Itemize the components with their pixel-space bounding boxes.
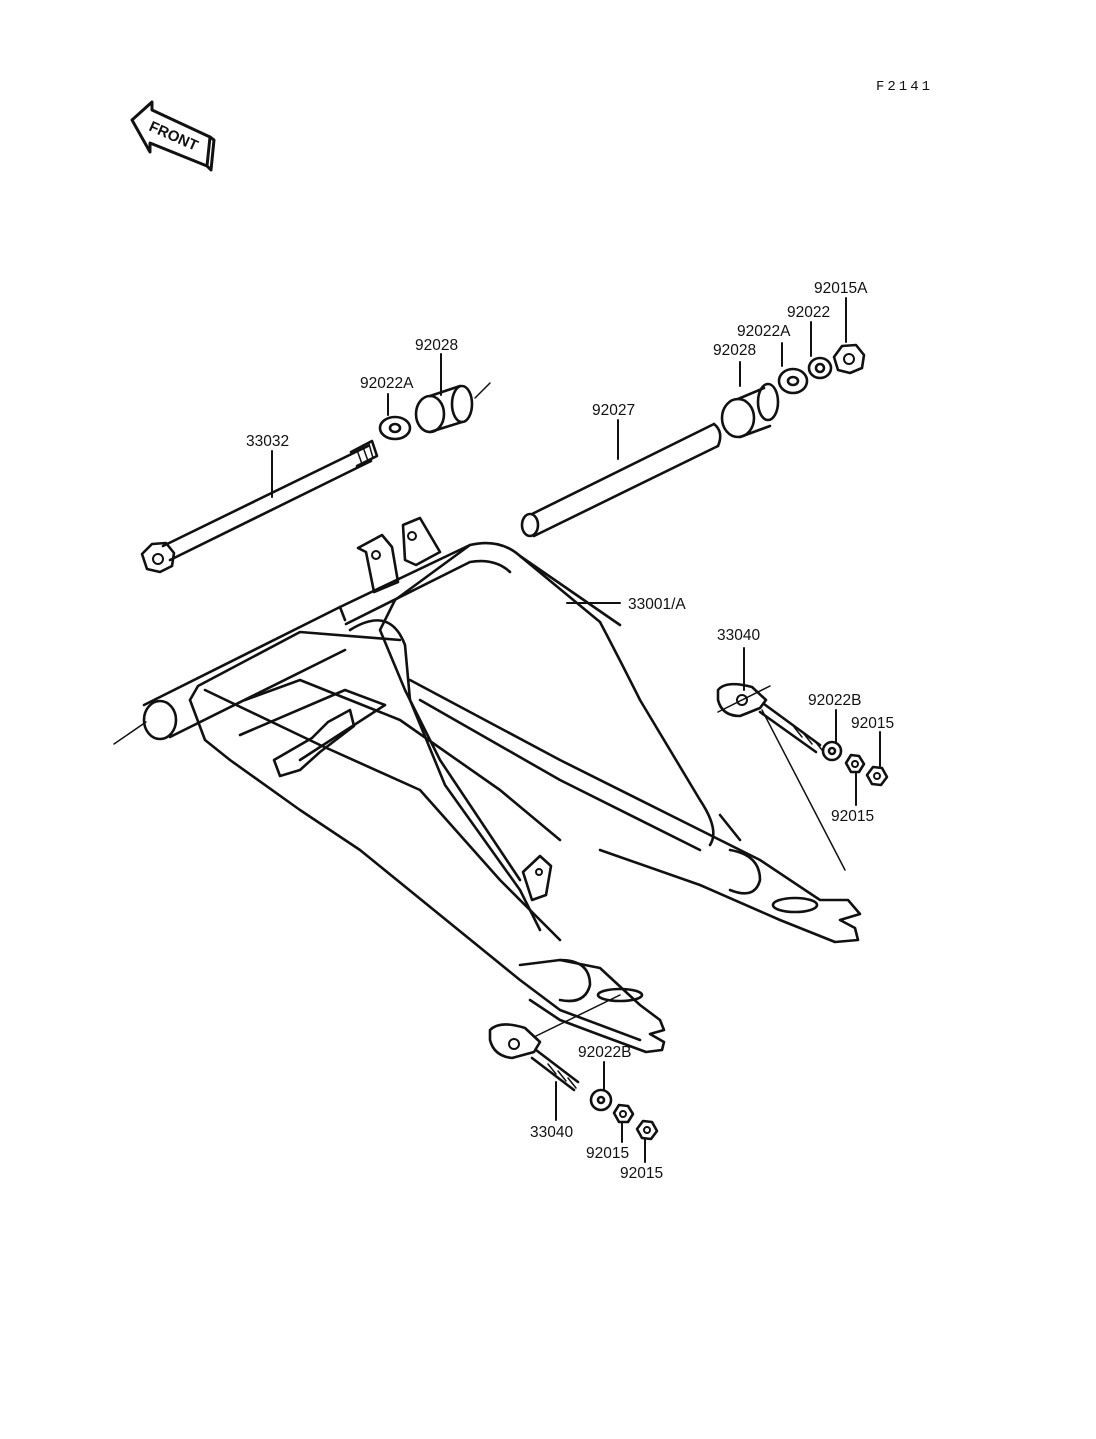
callout-92022-top: 92022 <box>787 304 831 321</box>
washer-92022B-bottom <box>589 1088 613 1112</box>
adjuster-33040-bottom <box>488 994 621 1092</box>
washer-92022 <box>807 356 833 380</box>
front-arrow-icon: FRONT <box>130 100 216 172</box>
front-label: FRONT <box>146 118 200 155</box>
nut-92015A <box>832 343 866 375</box>
adjuster-33040-right <box>716 682 846 871</box>
sleeve-92027 <box>520 422 722 538</box>
nut-92015-bottom-b <box>635 1119 659 1141</box>
callout-33001A: 33001/A <box>628 596 686 613</box>
callout-92027: 92027 <box>592 402 636 419</box>
washer-92022A-right <box>777 367 809 395</box>
callout-92015-bottom-b: 92015 <box>620 1165 664 1182</box>
callout-92022A-right: 92022A <box>737 323 791 340</box>
nut-92015-right-b <box>865 765 889 787</box>
callout-33040-bottom: 33040 <box>530 1124 574 1141</box>
bushing-92028-right <box>720 382 780 439</box>
callout-92015-bottom-a: 92015 <box>586 1145 630 1162</box>
figure-code: F2141 <box>876 79 934 95</box>
callout-92028-right: 92028 <box>713 342 757 359</box>
callout-92022B-bottom: 92022B <box>578 1044 632 1061</box>
washer-92022A-left <box>378 415 412 441</box>
callout-92022B-right: 92022B <box>808 692 862 709</box>
callout-33040-right: 33040 <box>717 627 761 644</box>
bushing-92028-left <box>414 382 491 434</box>
callout-92015A: 92015A <box>814 280 868 297</box>
swingarm-33001A <box>113 516 862 1054</box>
callout-33032: 33032 <box>246 433 290 450</box>
nut-92015-right-a <box>844 753 866 774</box>
washer-92022B-right <box>821 740 843 762</box>
callout-92022A-left: 92022A <box>360 375 414 392</box>
nut-92015-bottom-a <box>612 1103 635 1124</box>
callout-92015-right-b: 92015 <box>831 808 875 825</box>
callout-92015-right-a: 92015 <box>851 715 895 732</box>
callout-92028-left: 92028 <box>415 337 459 354</box>
pivot-bolt-33032 <box>140 439 379 574</box>
